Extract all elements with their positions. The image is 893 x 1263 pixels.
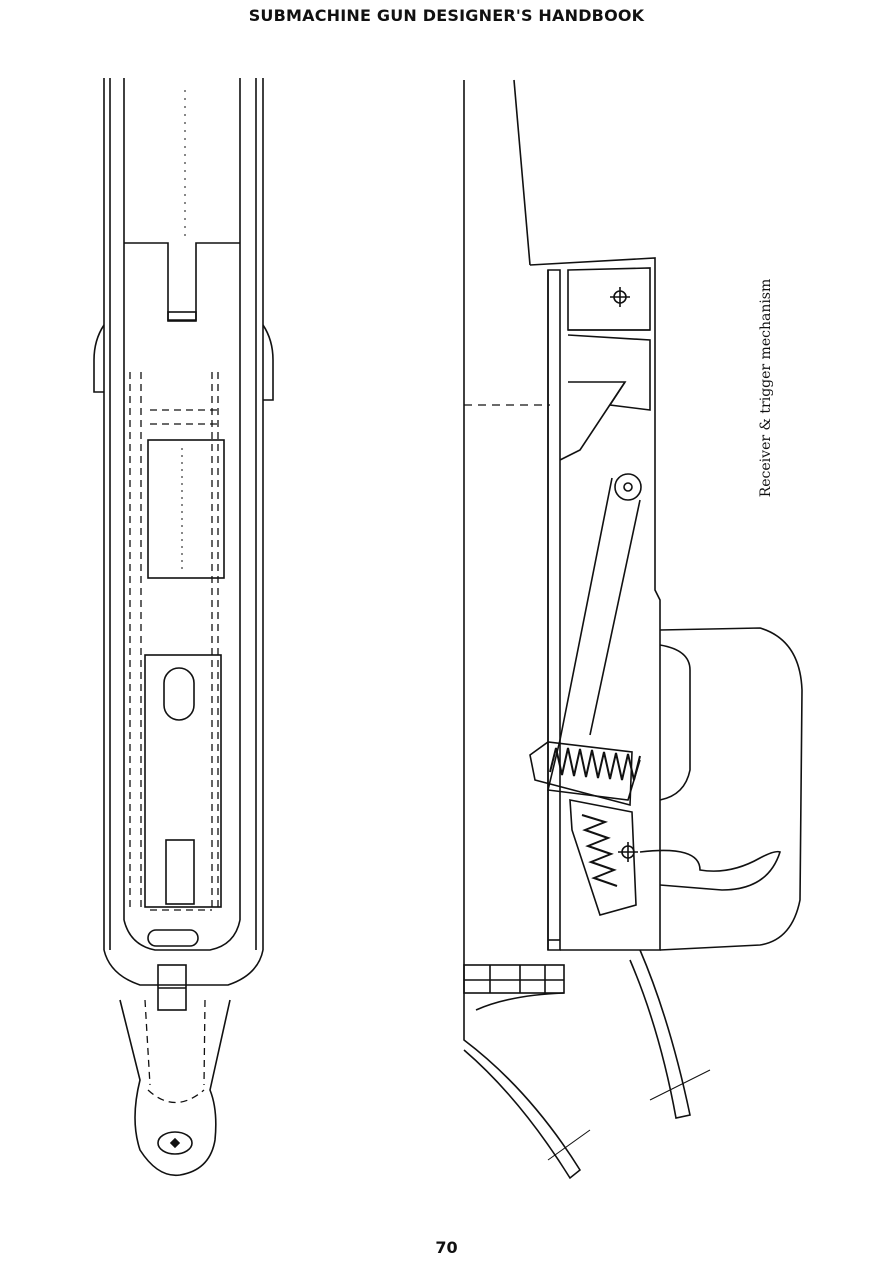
caption-text: Receiver & trigger mechanism [758, 278, 774, 498]
receiver-plan-view [93, 78, 274, 1177]
trigger-side-view [463, 79, 803, 1180]
running-head: SUBMACHINE GUN DESIGNER'S HANDBOOK [248, 6, 645, 25]
page-number: 70 [435, 1238, 458, 1257]
